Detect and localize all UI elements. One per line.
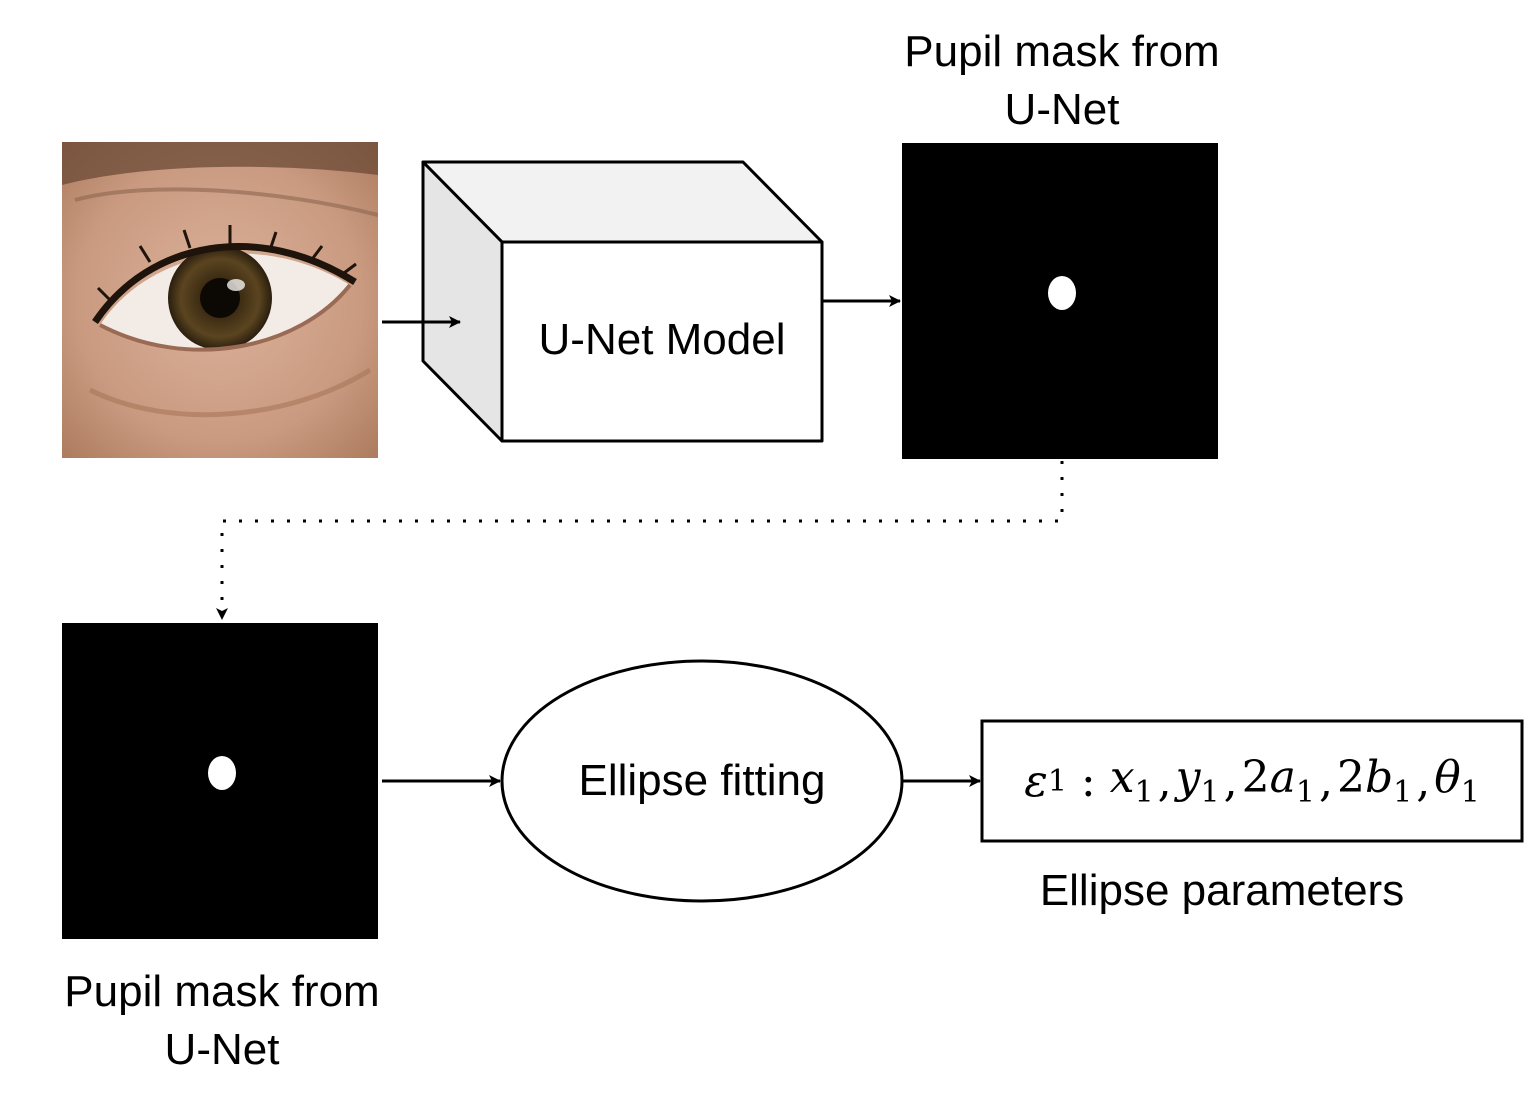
mask-top-caption-line1: Pupil mask from	[904, 27, 1220, 76]
pupil-blob-bottom	[208, 756, 236, 790]
ellipse-fitting-label: Ellipse fitting	[578, 756, 826, 805]
mask-bottom-caption: Pupil mask from U-Net	[22, 963, 422, 1079]
box-front-face	[500, 240, 824, 443]
pupil-mask-top	[902, 143, 1218, 459]
term-theta: θ1	[1434, 752, 1480, 810]
dotted-connector-mask	[216, 461, 1064, 620]
unet-model-label: U-Net Model	[538, 315, 786, 364]
eye-photo	[62, 142, 378, 458]
term-2b: 2b1	[1336, 752, 1413, 810]
epsilon-subscript: 1	[1047, 763, 1067, 799]
unet-model-box	[421, 160, 824, 443]
mask-top-caption: Pupil mask from U-Net	[862, 23, 1262, 139]
mask-top-caption-line2: U-Net	[1004, 85, 1120, 134]
epsilon-symbol: ε	[1024, 755, 1048, 807]
formula-separator: :	[1080, 755, 1096, 807]
term-y: y1	[1175, 752, 1220, 810]
ellipse-parameters-caption: Ellipse parameters	[1039, 866, 1405, 915]
params-box	[980, 719, 1524, 843]
mask-bottom-caption-line1: Pupil mask from	[64, 967, 380, 1016]
mask-bottom-caption-line2: U-Net	[164, 1025, 280, 1074]
term-x: x1	[1109, 752, 1154, 810]
term-2a: 2a1	[1241, 752, 1315, 810]
pupil-blob-top	[1048, 276, 1076, 310]
pupil-mask-bottom	[62, 623, 378, 939]
